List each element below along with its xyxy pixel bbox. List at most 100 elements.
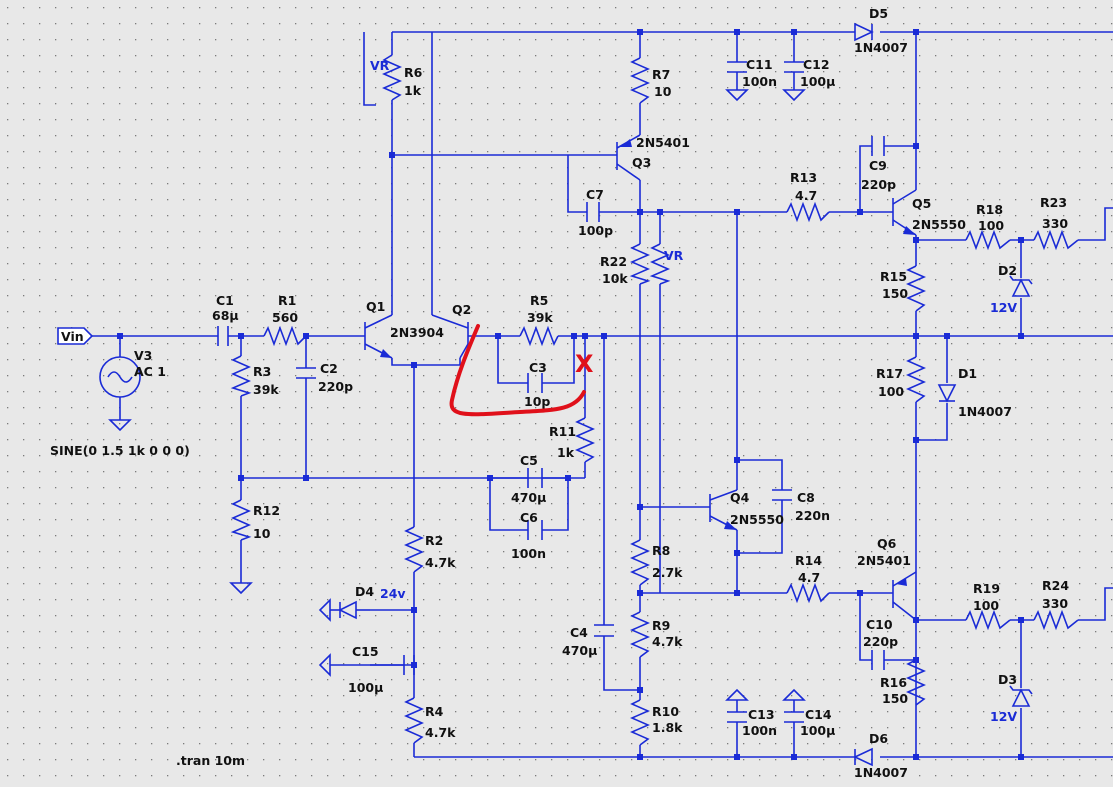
q1-ref: Q1: [366, 299, 385, 314]
c9-ref: C9: [869, 158, 887, 173]
c1-value: 68µ: [212, 308, 239, 323]
d2-value: 12V: [990, 300, 1017, 315]
q4-model: 2N5550: [730, 512, 784, 527]
c8-ref: C8: [797, 490, 815, 505]
q5-model: 2N5550: [912, 217, 966, 232]
r7-value: 10: [654, 84, 672, 99]
r16-value: 150: [882, 691, 908, 706]
r16-ref: R16: [880, 675, 907, 690]
q2-model: 2N3904: [390, 325, 444, 340]
c6-value: 100n: [511, 546, 546, 561]
c3-value: 10p: [524, 394, 550, 409]
vin-label: Vin: [61, 329, 84, 344]
r24-value: 330: [1042, 596, 1068, 611]
r7-ref: R7: [652, 67, 670, 82]
r18-value: 100: [978, 218, 1004, 233]
d1-model: 1N4007: [958, 404, 1012, 419]
r13-ref: R13: [790, 170, 817, 185]
d5-model: 1N4007: [854, 40, 908, 55]
junction-dots: [117, 29, 1024, 760]
r22-value: 10k: [602, 271, 628, 286]
q4-ref: Q4: [730, 490, 750, 505]
r2-value: 4.7k: [425, 555, 456, 570]
r15-value: 150: [882, 286, 908, 301]
c15-ref: C15: [352, 644, 379, 659]
d6-ref: D6: [869, 731, 888, 746]
c7-value: 100p: [578, 223, 613, 238]
c13-value: 100n: [742, 723, 777, 738]
v3-value: AC 1: [134, 364, 166, 379]
d4-net: 24v: [380, 586, 406, 601]
v3-source: SINE(0 1.5 1k 0 0 0): [50, 443, 190, 458]
r11-ref: R11: [549, 424, 576, 439]
r15-ref: R15: [880, 269, 907, 284]
c14-value: 100µ: [800, 723, 835, 738]
r9-value: 4.7k: [652, 634, 683, 649]
r10-value: 1.8k: [652, 720, 683, 735]
r1-value: 560: [272, 310, 298, 325]
c10-value: 220p: [863, 634, 898, 649]
r5-value: 39k: [527, 310, 553, 325]
c8-value: 220n: [795, 508, 830, 523]
c11-value: 100n: [742, 74, 777, 89]
c14-ref: C14: [805, 707, 832, 722]
d4-ref: D4: [355, 584, 374, 599]
c12-ref: C12: [803, 57, 830, 72]
r8-value: 2.7k: [652, 565, 683, 580]
vr-label-top: VR: [370, 58, 390, 73]
r4-ref: R4: [425, 704, 444, 719]
r19-value: 100: [973, 598, 999, 613]
r6-value: 1k: [404, 83, 422, 98]
ground-and-supply-symbols: [108, 89, 806, 701]
r23-ref: R23: [1040, 195, 1067, 210]
r3-value: 39k: [253, 382, 279, 397]
vr-label-mid: VR: [664, 248, 684, 263]
c12-value: 100µ: [800, 74, 835, 89]
diode-symbols: [338, 22, 1033, 767]
r22-ref: R22: [600, 254, 627, 269]
c4-ref: C4: [570, 625, 588, 640]
r19-ref: R19: [973, 581, 1000, 596]
c7-ref: C7: [586, 187, 604, 202]
r10-ref: R10: [652, 704, 679, 719]
c3-ref: C3: [529, 360, 547, 375]
d3-ref: D3: [998, 672, 1017, 687]
c2-ref: C2: [320, 361, 338, 376]
r17-value: 100: [878, 384, 904, 399]
q2-ref: Q2: [452, 302, 471, 317]
c5-value: 470µ: [511, 490, 546, 505]
resistor-symbols: [230, 54, 1079, 746]
c6-ref: C6: [520, 510, 538, 525]
q6-ref: Q6: [877, 536, 897, 551]
r6-ref: R6: [404, 65, 423, 80]
r5-ref: R5: [530, 293, 548, 308]
d5-ref: D5: [869, 6, 888, 21]
r9-ref: R9: [652, 618, 670, 633]
c11-ref: C11: [746, 57, 773, 72]
red-x-mark: X: [575, 350, 594, 378]
component-labels: Vin V3 AC 1 SINE(0 1.5 1k 0 0 0) C1 68µ …: [50, 6, 1069, 780]
d3-value: 12V: [990, 709, 1017, 724]
r12-ref: R12: [253, 503, 280, 518]
tran-directive: .tran 10m: [176, 753, 245, 768]
r12-value: 10: [253, 526, 271, 541]
r8-ref: R8: [652, 543, 670, 558]
v3-source-symbol: [99, 356, 141, 398]
d6-model: 1N4007: [854, 765, 908, 780]
c10-ref: C10: [866, 617, 893, 632]
c9-value: 220p: [861, 177, 896, 192]
vin-port: [57, 327, 94, 345]
v3-ref: V3: [134, 348, 152, 363]
r14-value: 4.7: [798, 570, 820, 585]
q3-model: 2N5401: [636, 135, 690, 150]
d1-ref: D1: [958, 366, 977, 381]
q3-ref: Q3: [632, 155, 651, 170]
r1-ref: R1: [278, 293, 296, 308]
d2-ref: D2: [998, 263, 1017, 278]
r14-ref: R14: [795, 553, 822, 568]
c13-ref: C13: [748, 707, 775, 722]
c5-ref: C5: [520, 453, 538, 468]
capacitor-symbols: [217, 61, 885, 723]
